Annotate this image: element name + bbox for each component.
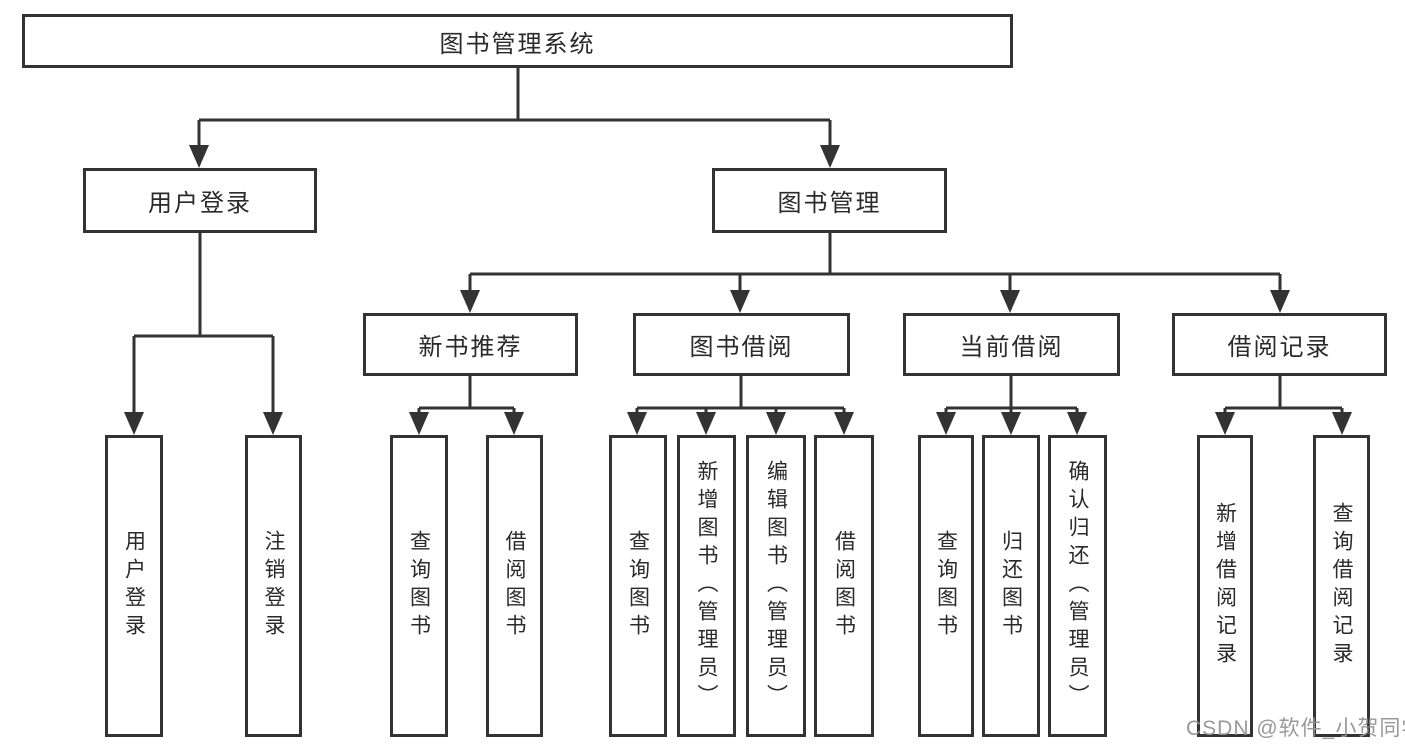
leaf-user-login: 用户登录 xyxy=(105,435,163,737)
csdn-watermark: CSDN @软件_小贺同学 xyxy=(1186,717,1405,740)
leaf-logout: 注销登录 xyxy=(245,435,302,737)
node-current-borrowing: 当前借阅 xyxy=(903,313,1120,376)
node-user-login: 用户登录 xyxy=(83,168,317,233)
leaf-edit-books-admin: 编辑图书（管理员） xyxy=(746,435,806,737)
leaf-query-books: 查询图书 xyxy=(918,435,974,737)
leaf-confirm-return-admin: 确认归还（管理员） xyxy=(1048,435,1107,737)
leaf-query-books: 查询图书 xyxy=(390,435,448,737)
node-borrowing-records: 借阅记录 xyxy=(1172,313,1387,376)
node-new-book-recommend: 新书推荐 xyxy=(363,313,578,376)
node-library-management-system: 图书管理系统 xyxy=(22,14,1013,68)
leaf-query-borrow-record: 查询借阅记录 xyxy=(1313,435,1370,737)
leaf-borrow-books: 借阅图书 xyxy=(486,435,543,737)
leaf-add-borrow-record: 新增借阅记录 xyxy=(1197,435,1253,737)
leaf-add-books-admin: 新增图书（管理员） xyxy=(677,435,736,737)
node-book-borrowing: 图书借阅 xyxy=(633,313,850,376)
leaf-query-books: 查询图书 xyxy=(609,435,667,737)
leaf-borrow-books: 借阅图书 xyxy=(814,435,874,737)
leaf-return-books: 归还图书 xyxy=(982,435,1040,737)
node-book-management: 图书管理 xyxy=(712,168,947,233)
